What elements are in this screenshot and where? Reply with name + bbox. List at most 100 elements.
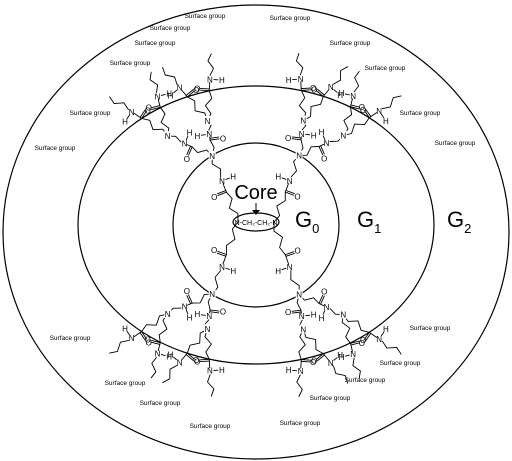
surface-group-label: Surface group xyxy=(345,377,386,384)
bond-line xyxy=(133,331,143,338)
bond-line xyxy=(216,190,227,195)
atom-mask xyxy=(299,324,307,334)
bond-line xyxy=(222,183,227,193)
oxygen-atom-label: O xyxy=(359,103,365,112)
atom-mask xyxy=(208,289,216,299)
bond-line xyxy=(285,189,295,195)
oxygen-atom-label: O xyxy=(193,86,199,95)
nitrogen-atom-label: N xyxy=(165,132,171,141)
bond-line xyxy=(281,177,287,180)
atom-mask xyxy=(295,289,303,299)
oxygen-atom-label: O xyxy=(321,288,327,297)
bond-line xyxy=(209,136,220,139)
oxygen-atom-label: O xyxy=(310,358,316,367)
bond-skeleton xyxy=(109,53,402,397)
bond-line xyxy=(317,354,325,362)
bond-line xyxy=(209,309,220,312)
bond-line xyxy=(160,94,166,96)
bond-line xyxy=(151,339,161,344)
nitrogen-atom-label: N xyxy=(165,310,171,319)
core-label: Core xyxy=(234,182,277,204)
nitrogen-atom-label: N xyxy=(300,325,306,334)
bond-line xyxy=(200,314,206,316)
bond-line xyxy=(363,331,370,341)
hydrogen-atom-label: H xyxy=(286,366,292,375)
bond-line xyxy=(318,143,325,147)
bond-line xyxy=(157,98,161,108)
hydrogen-atom-label: H xyxy=(230,173,236,182)
amide-nitrogen-label: N xyxy=(129,108,135,117)
surface-group-label: Surface group xyxy=(50,335,91,342)
middle-ring-g1 xyxy=(77,85,435,365)
bond-line xyxy=(209,138,220,141)
bond-chain xyxy=(342,117,370,136)
oxygen-atom-label: O xyxy=(220,134,226,143)
amide-nitrogen-label: N xyxy=(324,139,330,148)
bond-line xyxy=(368,331,378,338)
hydrogen-atom-label: H xyxy=(339,353,345,362)
oxygen-atom-label: O xyxy=(311,356,317,365)
bond-chain xyxy=(353,71,360,93)
bond-line xyxy=(300,89,311,91)
bond-line xyxy=(315,353,324,360)
oxygen-atom-label: O xyxy=(360,336,366,345)
bond-line xyxy=(350,342,361,346)
bond-chain xyxy=(186,328,208,354)
surface-group-label: Surface group xyxy=(140,400,181,407)
hydrogen-atom-label: H xyxy=(122,324,128,333)
bond-chain xyxy=(298,89,307,122)
hydrogen-atom-label: H xyxy=(275,267,281,276)
bond-line xyxy=(200,134,206,136)
amide-nitrogen-label: N xyxy=(298,75,304,84)
bond-line xyxy=(225,267,230,270)
bond-line xyxy=(126,331,130,336)
bond-line xyxy=(139,332,146,341)
bond-chain xyxy=(162,364,178,384)
bond-line xyxy=(186,144,193,148)
nitrogen-atom-label: N xyxy=(340,311,346,320)
amide-nitrogen-label: N xyxy=(376,107,382,116)
amide-nitrogen-label: N xyxy=(207,367,213,376)
oxygen-atom-label: O xyxy=(321,154,327,163)
bond-line xyxy=(222,254,227,265)
bond-line xyxy=(380,332,385,337)
bond-line xyxy=(185,135,189,141)
hydrogen-atom-label: H xyxy=(337,91,343,100)
nitrogen-atom-label: N xyxy=(296,152,302,161)
bond-chain xyxy=(149,71,159,94)
surface-group-label: Surface group xyxy=(185,13,226,20)
surface-group-label: Surface group xyxy=(270,15,311,22)
bond-line xyxy=(281,267,287,271)
bond-chain xyxy=(109,96,129,110)
nitrogen-atom-label: N xyxy=(296,291,302,300)
core-arrowhead xyxy=(252,210,260,215)
amide-nitrogen-label: N xyxy=(206,130,212,139)
bond-chain xyxy=(302,328,324,355)
bond-chain xyxy=(381,340,402,355)
oxygen-atom-label: O xyxy=(311,86,317,95)
bond-line xyxy=(217,191,227,196)
bond-line xyxy=(199,358,210,361)
amide-nitrogen-label: N xyxy=(298,367,304,376)
bond-line xyxy=(320,145,325,155)
bond-line xyxy=(284,183,289,193)
generation-label-g0: G0 xyxy=(295,207,319,236)
oxygen-atom-label: O xyxy=(194,85,200,94)
bond-line xyxy=(186,90,195,98)
bond-line xyxy=(188,294,193,304)
amide-nitrogen-label: N xyxy=(376,335,382,344)
bond-line xyxy=(300,81,302,91)
atom-mask xyxy=(204,115,212,125)
amide-nitrogen-label: N xyxy=(177,84,183,93)
bond-line xyxy=(216,252,227,257)
bond-line xyxy=(186,302,193,306)
bond-chain xyxy=(109,340,129,354)
surface-group-label: Surface group xyxy=(380,360,421,367)
bond-line xyxy=(173,89,178,94)
outer-ring-g2 xyxy=(2,4,510,460)
surface-group-label: Surface group xyxy=(105,380,146,387)
bond-line xyxy=(284,251,295,256)
amide-nitrogen-label: N xyxy=(182,140,188,149)
bond-line xyxy=(181,89,188,98)
bond-line xyxy=(186,145,191,155)
